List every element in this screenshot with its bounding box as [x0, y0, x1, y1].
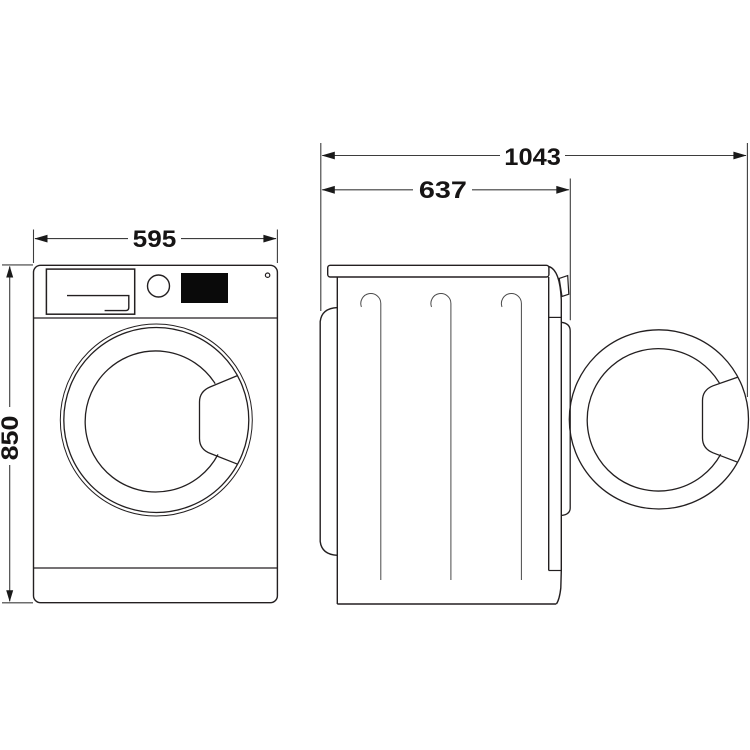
- svg-text:850: 850: [0, 416, 24, 461]
- svg-text:1043: 1043: [504, 144, 561, 170]
- svg-text:595: 595: [133, 226, 177, 253]
- svg-text:637: 637: [419, 176, 467, 203]
